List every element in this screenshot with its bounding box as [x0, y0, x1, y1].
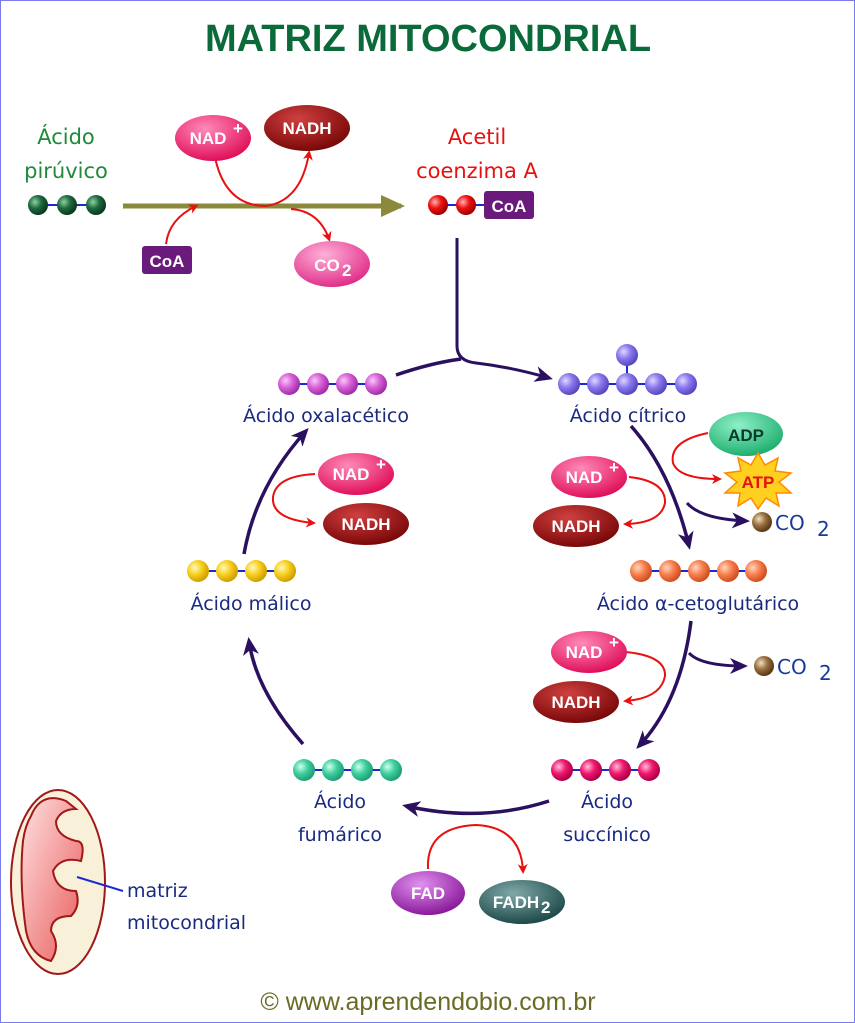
citric-to-ketoglutaric-arrow [629, 424, 694, 550]
matrix-label-line2: mitocondrial [127, 912, 246, 934]
acetyl-entry-arrow [455, 238, 553, 382]
svg-text:CO: CO [775, 511, 805, 535]
acetyl-label-line2: coenzima A [416, 159, 538, 183]
nadh-pill: NADH [323, 503, 409, 545]
svg-text:+: + [609, 458, 619, 477]
ketoglutaric-to-succinic-arrow [636, 620, 693, 749]
oxaloacetic-to-citric-arrow [395, 357, 462, 377]
nadh-pill: NADH [533, 505, 619, 547]
nadh-pill: NADH [533, 681, 619, 723]
svg-text:2: 2 [541, 898, 550, 917]
nad-pill: NAD + [175, 115, 251, 161]
page-title: MATRIZ MITOCONDRIAL [205, 18, 651, 60]
atp-synthesis-arrow [671, 432, 722, 484]
pyruvic-molecule [28, 195, 106, 215]
fumaric-molecule [293, 759, 402, 781]
co2-output-2: CO 2 [754, 655, 832, 685]
carbon-atom [86, 195, 106, 215]
nad-reduction-arrow [271, 473, 316, 528]
coa-tag [484, 191, 534, 219]
matrix-label-line1: matriz [127, 880, 188, 902]
co2-ball [752, 512, 772, 532]
alpha-ketoglutaric-molecule [630, 560, 767, 582]
succinic-label-line1: Ácido [581, 790, 633, 813]
carbon-atom [57, 195, 77, 215]
succinic-to-fumaric-arrow [402, 799, 550, 817]
mitochondrion-icon [10, 789, 124, 975]
fad-pill: FAD [391, 871, 465, 915]
succinic-label-line2: succínico [563, 824, 651, 846]
coa-box: CoA [142, 246, 192, 274]
co2-bubble: CO 2 [294, 241, 370, 287]
carbon-atom [28, 195, 48, 215]
fumaric-label-line2: fumárico [298, 824, 382, 846]
svg-text:2: 2 [342, 261, 351, 280]
carbon-atom [428, 195, 448, 215]
svg-text:NAD: NAD [566, 468, 603, 487]
citric-label: Ácido cítrico [570, 404, 686, 427]
svg-text:NAD: NAD [190, 129, 227, 148]
fumaric-to-malic-arrow [243, 637, 305, 746]
fadh2-pill: FADH 2 [479, 880, 565, 924]
nad-pill: NAD + [551, 456, 627, 498]
svg-text:CoA: CoA [492, 197, 527, 216]
svg-text:NAD: NAD [566, 643, 603, 662]
adp-pill: ADP [709, 412, 783, 456]
citric-molecule [558, 344, 697, 395]
svg-text:NADH: NADH [551, 693, 600, 712]
svg-text:CoA: CoA [150, 252, 185, 271]
nadh-pill: NADH [264, 105, 350, 151]
malic-label: Ácido málico [191, 592, 312, 615]
svg-text:NAD: NAD [333, 465, 370, 484]
svg-text:+: + [376, 455, 386, 474]
svg-text:NADH: NADH [551, 517, 600, 536]
acetyl-label-line1: Acetil [448, 125, 506, 149]
co2-ball [754, 656, 774, 676]
pyruvic-label-line2: pirúvico [24, 159, 108, 183]
svg-text:2: 2 [819, 661, 832, 685]
svg-text:NADH: NADH [282, 119, 331, 138]
nad-pill: NAD + [318, 453, 394, 495]
co2-output-1: CO 2 [752, 511, 830, 541]
acetyl-coa-molecule: CoA [428, 191, 534, 219]
coa-input-arrow [165, 204, 199, 245]
fad-reduction-arrow [426, 823, 528, 874]
malic-to-oxaloacetic-arrow [242, 428, 309, 555]
nad-reduction-arrow [623, 476, 667, 529]
succinic-molecule [551, 759, 660, 781]
carbon-atom [456, 195, 476, 215]
alpha-ketoglutaric-label: Ácido α-cetoglutárico [597, 592, 799, 615]
svg-text:ADP: ADP [728, 426, 764, 445]
fumaric-label-line1: Ácido [314, 790, 366, 813]
oxaloacetic-label: Ácido oxalacético [243, 404, 409, 427]
nad-reduction-arrow [212, 145, 313, 208]
pyruvic-label-line1: Ácido [37, 124, 95, 149]
svg-text:NADH: NADH [341, 515, 390, 534]
svg-text:FAD: FAD [411, 884, 445, 903]
malic-molecule [187, 560, 296, 582]
svg-text:CO: CO [314, 256, 340, 275]
co2-release-arrow-2 [687, 651, 748, 674]
svg-text:+: + [233, 119, 243, 138]
nad-reduction-arrow [623, 651, 667, 706]
atp-star: ATP [723, 451, 793, 511]
oxaloacetic-molecule [278, 373, 387, 395]
nad-pill: NAD + [551, 631, 627, 673]
svg-text:CO: CO [777, 655, 807, 679]
copyright-footer: © www.aprendendobio.com.br [260, 988, 595, 1016]
svg-text:+: + [609, 633, 619, 652]
matrix-pointer-line [76, 876, 124, 892]
co2-release-arrow-1 [685, 501, 750, 529]
co2-release-arrow [290, 208, 332, 242]
svg-text:FADH: FADH [493, 893, 539, 912]
svg-text:ATP: ATP [742, 473, 775, 492]
svg-text:2: 2 [817, 517, 830, 541]
